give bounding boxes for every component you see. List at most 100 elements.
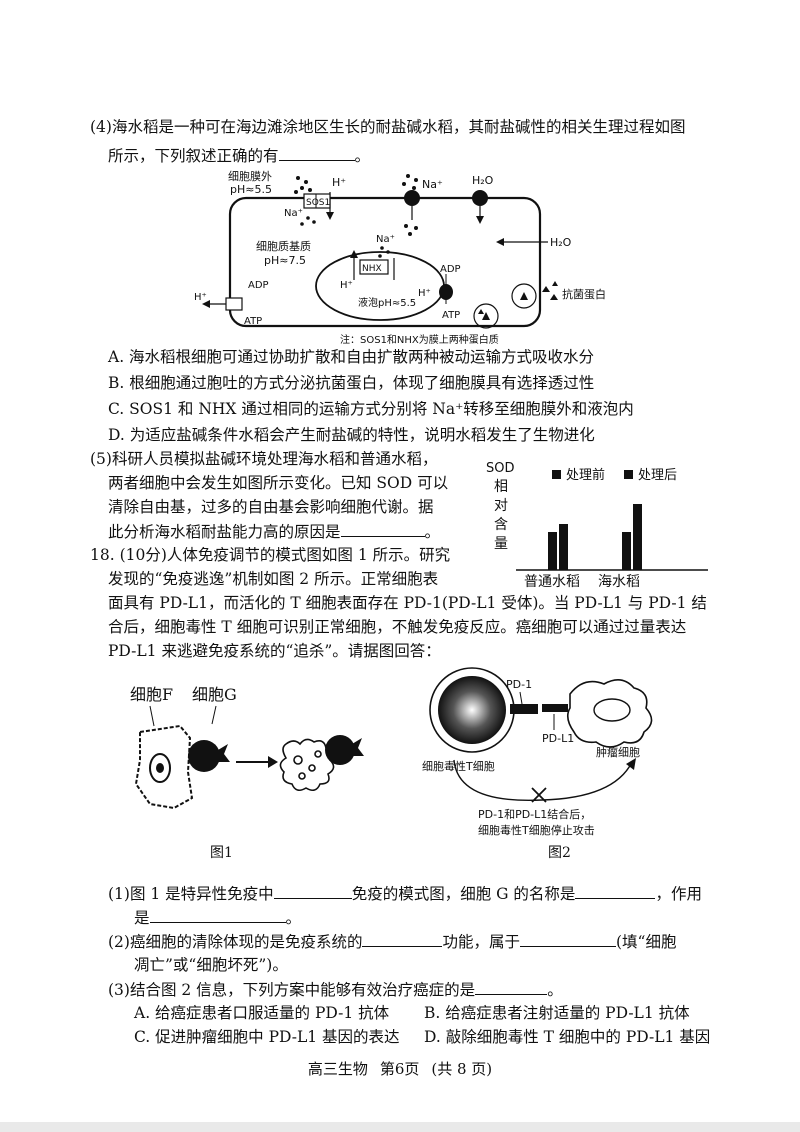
q4-line2-end: 。 [354,147,371,165]
answer-blank-q4 [278,144,355,161]
legend-swatch [624,470,633,479]
atp-left-label: ATP [244,316,262,327]
cell-g-label: 细胞G [192,685,237,704]
q18-sub1-e: 。 [285,909,302,927]
q18-option-d: D. 敲除细胞毒性 T 细胞中的 PD-L1 基因 [424,1028,711,1046]
fig2-note-2: 细胞毒性T细胞停止攻击 [478,823,595,837]
q5-line3: 清除自由基，过多的自由基会影响细胞代谢。据 [108,498,434,516]
figure-2-caption: 图2 [548,845,571,861]
q18-sub3-line1: (3)结合图 2 信息，下列方案中能够有效治疗癌症的是 。 [108,978,563,1001]
q5-line2: 两者细胞中会发生如图所示变化。已知 SOD 可以 [108,474,449,492]
sos1-protein [303,193,331,209]
lysed-cell-f [279,738,335,792]
q4-line1: (4)海水稻是一种可在海边滩涂地区生长的耐盐碱水稻，其耐盐碱性的相关生理过程如图 [90,118,686,136]
attack-arrow [453,759,633,802]
answer-blank-1a [273,882,352,899]
q18-line4: 合后，细胞毒性 T 细胞可识别正常细胞，不触发免疫反应。癌细胞可以通过过量表达 [108,618,687,636]
legend-swatch [552,470,561,479]
tcell-label: 细胞毒性T细胞 [422,759,495,773]
ylabel-part: 对 [494,498,508,514]
q5-line4: 此分析海水稻耐盐能力高的原因是。 [108,520,440,543]
chart-bars [548,504,642,570]
pdl1-ligand [542,704,568,712]
h2o-label: H₂O [472,174,494,187]
chart-legend: 处理前 处理后 [552,467,677,483]
bar [622,532,631,570]
q4-option-c: C. SOS1 和 NHX 通过相同的运输方式分别将 Na⁺转移至细胞膜外和液泡… [108,400,634,418]
na-vac-label: Na⁺ [376,234,395,245]
answer-blank-2a [362,930,443,947]
h-pump-vac-label: H⁺ [418,288,431,299]
q18-option-c: C. 促进肿瘤细胞中 PD-L1 基因的表达 [134,1028,400,1046]
cell-f-label: 细胞F [130,685,173,704]
cell-membrane [228,196,542,328]
na-channel [404,190,420,206]
q18-sub1-a: (1)图 1 是特异性免疫中 [108,885,274,903]
legend-label: 处理前 [566,467,605,483]
matrix-ph-label: pH≈7.5 [264,254,306,267]
footer-page: 第6页 [379,1060,420,1078]
q18-line2: 发现的“免疫逃逸”机制如图 2 所示。正常细胞表 [108,570,439,588]
figure-1: 细胞F 细胞G [120,680,420,830]
water-channel [472,190,488,206]
salt-tolerance-diagram: 细胞膜外 pH≈5.5 H⁺ SOS1 Na⁺ Na⁺ H₂O [190,168,610,346]
q18-sub1-line1: (1)图 1 是特异性免疫中免疫的模式图，细胞 G 的名称是，作用 [108,882,702,905]
vesicle-2 [511,283,537,309]
q4-option-a: A. 海水稻根细胞可通过协助扩散和自由扩散两种被动运输方式吸收水分 [108,348,595,366]
answer-blank-q5 [340,520,425,537]
q18-sub2-b: 功能，属于 [442,933,520,951]
answer-blank-3 [475,978,548,995]
cell-f [134,724,194,810]
na-dots-mid [402,174,418,190]
q5-line4-end: 。 [424,523,441,541]
h2o-right-label: H₂O [550,236,572,249]
q18-sub1-line2: 是。 [134,906,301,929]
h-vac-label: H⁺ [340,280,353,291]
h-left-label: H⁺ [194,292,207,303]
vesicle-1 [473,303,499,329]
pdl1-label: PD-L1 [542,732,574,745]
nhx-protein [359,259,389,275]
na-dots-left [294,176,312,194]
q4-option-d: D. 为适应盐碱条件水稻会产生耐盐碱的特性，说明水稻发生了生物进化 [108,426,595,444]
answer-blank-1c [149,906,286,923]
q18-sub3-b: 。 [547,981,563,999]
answer-blank-2b [519,930,616,947]
left-h-pump [225,297,243,311]
q18-sub1-b: 免疫的模式图，细胞 G 的名称是 [351,885,576,903]
ylabel-part: 含 [494,517,508,533]
q18-line1: 18. (10分)人体免疫调节的模式图如图 1 所示。研究 [90,546,451,564]
q18-sub3-a: (3)结合图 2 信息，下列方案中能够有效治疗癌症的是 [108,981,476,999]
page-footer: 高三生物第6页 (共 8 页) [0,1058,800,1079]
footer-total: (共 8 页) [431,1060,493,1078]
q18-line5: PD-L1 来逃避免疫系统的“追杀”。请据图回答： [108,642,441,660]
adp-vac-label: ADP [440,264,461,275]
h-plus-label: H⁺ [332,176,346,189]
cell-g-after [325,735,355,765]
tumor-label: 肿瘤细胞 [596,745,640,759]
outside-ph-label: pH≈5.5 [230,183,272,196]
scan-edge [0,1122,800,1132]
bar [559,524,568,570]
tumor-cell [566,679,653,748]
na-plus-label: Na⁺ [422,178,443,191]
antibacterial-label: 抗菌蛋白 [562,287,606,301]
q5-line1: (5)科研人员模拟盐碱环境处理海水稻和普通水稻， [90,450,438,468]
pd1-receptor [510,704,538,714]
answer-blank-1b [575,882,656,899]
cell-g [188,740,220,772]
q4-option-b: B. 根细胞通过胞吐的方式分泌抗菌蛋白，体现了细胞膜具有选择透过性 [108,374,595,392]
chart-categories: 普通水稻海水稻 [524,574,640,590]
diagram-note: 注：SOS1和NHX为膜上两种蛋白质 [340,333,499,346]
figure-2: PD-1 PD-L1 细胞毒性T细胞 肿瘤细胞 PD-1和PD-L1结合后， 细… [418,664,698,839]
legend-label: 处理后 [638,468,677,483]
matrix-label: 细胞质基质 [256,240,311,253]
bar [548,532,557,570]
adp-left-label: ADP [248,280,269,291]
category-label: 海水稻 [598,574,640,590]
atp-vac-label: ATP [442,310,460,321]
footer-subject: 高三生物 [307,1060,368,1078]
